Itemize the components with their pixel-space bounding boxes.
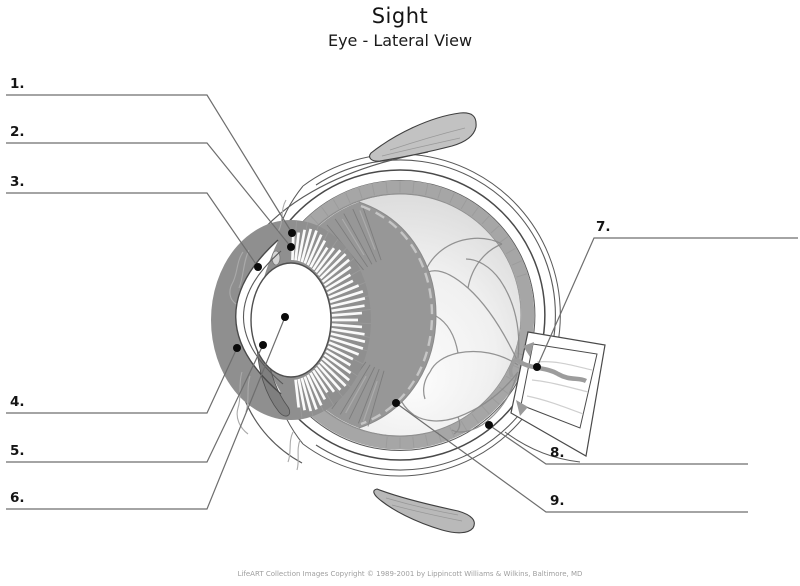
label-dot-6 [281,313,289,321]
label-dot-5 [259,341,267,349]
label-dot-4 [233,344,241,352]
label-dot-3 [254,263,262,271]
label-dot-9 [392,399,400,407]
label-dot-7 [533,363,541,371]
anterior-chamber [235,241,281,393]
label-leader-line-4 [6,347,238,414]
copyright-text: LifeART Collection Images Copyright © 19… [237,570,583,578]
label-dot-8 [485,421,493,429]
label-leader-line-7 [536,237,798,368]
label-dot-1 [288,229,296,237]
label-leader-line-5 [6,344,264,463]
page-title: Sight [371,4,429,28]
label-number-3: 3. [10,174,25,190]
label-leader-line-2 [6,142,292,248]
retinal-vessels [397,237,520,435]
label-number-1: 1. [10,76,25,92]
labels-layer [6,94,798,513]
label-leader-line-1 [6,94,293,234]
lens [250,262,332,378]
cornea [235,239,284,395]
central-retinal-artery [514,357,588,384]
superior-rectus-muscle [369,112,477,162]
label-number-4: 4. [10,394,25,410]
page-subtitle: Eye - Lateral View [327,31,473,50]
label-number-9: 9. [550,493,565,509]
label-leader-line-9 [395,402,748,513]
label-leader-line-8 [488,424,748,465]
label-number-8: 8. [550,445,565,461]
label-leader-line-3 [6,192,259,268]
suspensory-ligaments [291,220,371,420]
label-dot-2 [287,243,295,251]
label-number-5: 5. [10,443,25,459]
label-number-2: 2. [10,124,25,140]
inferior-rectus-muscle [373,488,475,534]
label-leader-line-6 [6,316,286,510]
label-number-6: 6. [10,490,25,506]
label-number-7: 7. [596,219,611,235]
